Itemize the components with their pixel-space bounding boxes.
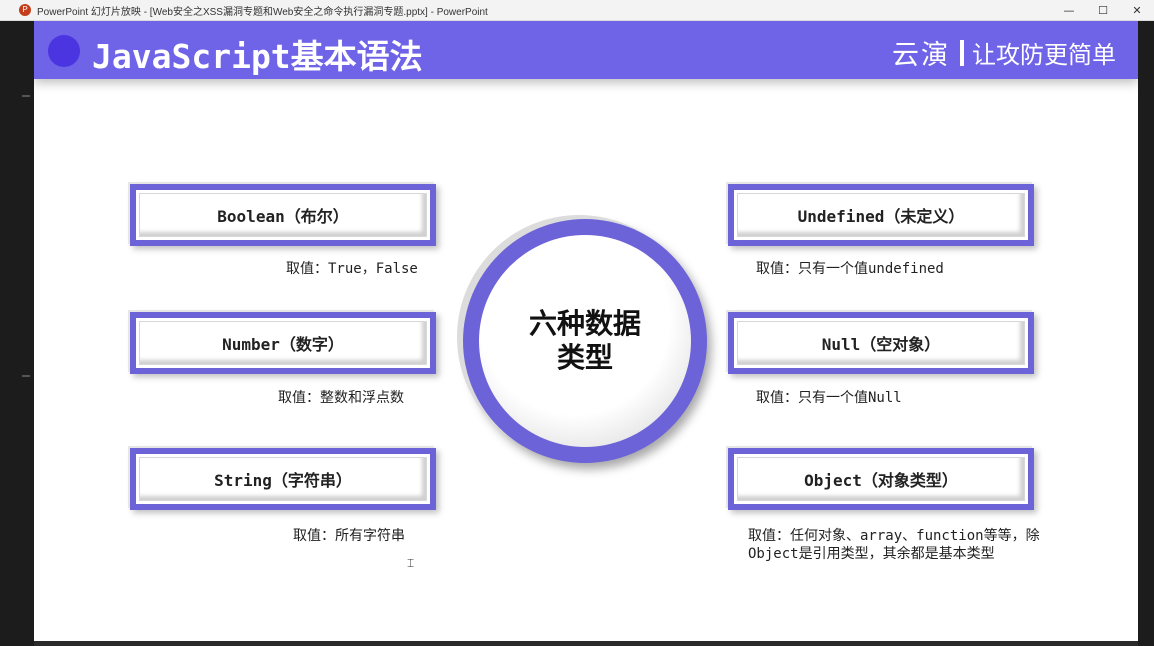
type-label: String（字符串） — [139, 457, 427, 501]
bottom-edge — [34, 641, 1138, 646]
type-label: Number（数字） — [139, 321, 427, 365]
type-desc-boolean: 取值：True，False — [286, 261, 418, 277]
type-box-null: Null（空对象） — [728, 312, 1034, 374]
window-controls: — ☐ ✕ — [1052, 0, 1154, 20]
brand-area: 云演 让攻防更简单 — [892, 33, 1116, 72]
type-desc-object: 取值：任何对象、array、function等等，除 Object是引用类型，其… — [748, 527, 1040, 563]
center-circle-inner: 六种数据 类型 — [479, 235, 691, 447]
type-desc-object-line1: 取值：任何对象、array、function等等，除 — [748, 528, 1040, 544]
window-title: PowerPoint 幻灯片放映 - [Web安全之XSS漏洞专题和Web安全之… — [37, 6, 488, 18]
right-dark-margin — [1138, 21, 1154, 646]
maximize-button[interactable]: ☐ — [1098, 3, 1108, 17]
type-desc-undefined: 取值：只有一个值undefined — [756, 261, 944, 277]
type-label: Object（对象类型） — [737, 457, 1025, 501]
slide-header: JavaScript基本语法 云演 让攻防更简单 — [34, 21, 1138, 79]
minimize-button[interactable]: — — [1063, 3, 1075, 17]
margin-mark — [22, 375, 30, 377]
type-box-object: Object（对象类型） — [728, 448, 1034, 510]
center-label: 六种数据 类型 — [520, 307, 650, 375]
type-desc-string: 取值：所有字符串 — [293, 528, 405, 544]
type-box-string: String（字符串） — [130, 448, 436, 510]
type-box-boolean: Boolean（布尔） — [130, 184, 436, 246]
center-circle: 六种数据 类型 — [463, 219, 707, 463]
type-desc-number: 取值：整数和浮点数 — [278, 390, 404, 406]
brand-slogan: 让攻防更简单 — [972, 41, 1116, 69]
window-title-bar: P PowerPoint 幻灯片放映 - [Web安全之XSS漏洞专题和Web安… — [0, 0, 1154, 21]
center-label-line1: 六种数据 — [528, 307, 641, 340]
type-box-undefined: Undefined（未定义） — [728, 184, 1034, 246]
left-dark-margin — [0, 21, 34, 646]
slide[interactable]: JavaScript基本语法 云演 让攻防更简单 Boolean（布尔） 取值：… — [34, 21, 1138, 641]
center-label-line2: 类型 — [556, 341, 613, 374]
type-desc-object-line2: Object是引用类型，其余都是基本类型 — [748, 546, 995, 562]
brand-separator — [960, 39, 964, 66]
type-label: Boolean（布尔） — [139, 193, 427, 237]
mouse-cursor-icon: ⌶ — [407, 556, 415, 570]
type-desc-null: 取值：只有一个值Null — [756, 390, 902, 406]
brand-name: 云演 — [892, 40, 950, 71]
type-box-number: Number（数字） — [130, 312, 436, 374]
powerpoint-icon: P — [19, 4, 31, 16]
margin-mark — [22, 95, 30, 97]
close-button[interactable]: ✕ — [1132, 3, 1142, 17]
type-label: Null（空对象） — [737, 321, 1025, 365]
slide-title: JavaScript基本语法 — [92, 37, 423, 76]
type-label: Undefined（未定义） — [737, 193, 1025, 237]
header-circle-decoration — [48, 35, 80, 67]
